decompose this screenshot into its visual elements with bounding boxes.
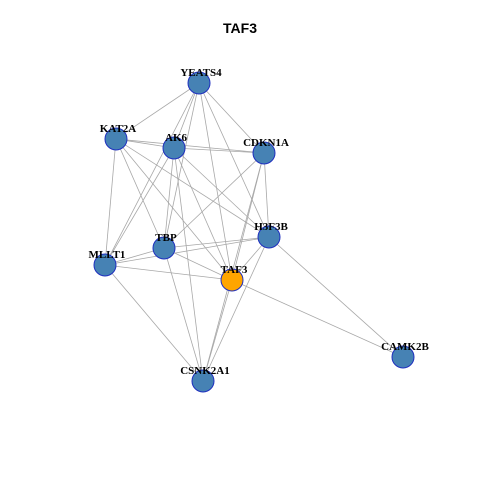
edge-ak6-taf3	[173, 147, 233, 281]
node-label-tbp: TBP	[155, 232, 177, 244]
edge-cdkn1a-csnk2a1	[202, 152, 265, 382]
node-label-ak6: AK6	[165, 132, 188, 144]
edge-cdkn1a-tbp	[163, 152, 265, 249]
node-ak6[interactable]	[162, 136, 186, 160]
edge-ak6-mllt1	[104, 147, 175, 266]
node-mllt1[interactable]	[93, 253, 117, 277]
edge-taf3-csnk2a1	[202, 279, 233, 382]
node-h3f3b[interactable]	[257, 225, 281, 249]
node-cdkn1a[interactable]	[252, 141, 276, 165]
node-csnk2a1[interactable]	[191, 369, 215, 393]
node-layer	[93, 71, 415, 393]
node-label-camk2b: CAMK2B	[381, 341, 429, 353]
edge-ak6-cdkn1a	[173, 147, 265, 154]
edge-kat2a-h3f3b	[115, 138, 270, 238]
edge-ak6-csnk2a1	[173, 147, 204, 382]
node-label-h3f3b: H3F3B	[254, 221, 288, 233]
edge-mllt1-csnk2a1	[104, 264, 204, 382]
graph-title: TAF3	[223, 20, 257, 36]
edge-yeats4-kat2a	[115, 82, 200, 140]
node-yeats4[interactable]	[187, 71, 211, 95]
edge-layer	[104, 82, 404, 382]
edge-kat2a-tbp	[115, 138, 165, 249]
edge-tbp-csnk2a1	[163, 247, 204, 382]
edge-kat2a-taf3	[115, 138, 233, 281]
edge-ak6-h3f3b	[173, 147, 270, 238]
edge-mllt1-taf3	[104, 264, 233, 281]
edge-cdkn1a-h3f3b	[263, 152, 270, 238]
edge-yeats4-h3f3b	[198, 82, 270, 238]
node-label-taf3: TAF3	[221, 264, 248, 276]
edge-h3f3b-tbp	[163, 236, 270, 249]
edge-kat2a-mllt1	[104, 138, 117, 266]
edge-kat2a-cdkn1a	[115, 138, 265, 154]
node-label-cdkn1a: CDKN1A	[243, 137, 289, 149]
edge-h3f3b-csnk2a1	[202, 236, 270, 382]
node-label-kat2a: KAT2A	[100, 123, 137, 135]
edge-tbp-taf3	[163, 247, 233, 281]
edge-h3f3b-camk2b	[268, 236, 404, 358]
edge-h3f3b-mllt1	[104, 236, 270, 266]
node-label-mllt1: MLLT1	[89, 249, 126, 261]
node-kat2a[interactable]	[104, 127, 128, 151]
edge-yeats4-taf3	[198, 82, 233, 281]
node-tbp[interactable]	[152, 236, 176, 260]
edge-yeats4-cdkn1a	[198, 82, 265, 154]
node-camk2b[interactable]	[391, 345, 415, 369]
node-taf3[interactable]	[220, 268, 244, 292]
node-label-yeats4: YEATS4	[180, 67, 222, 79]
edge-yeats4-ak6	[173, 82, 200, 149]
node-label-csnk2a1: CSNK2A1	[180, 365, 230, 377]
edge-yeats4-mllt1	[104, 82, 200, 266]
edge-ak6-tbp	[163, 147, 175, 249]
edge-taf3-camk2b	[231, 279, 404, 358]
